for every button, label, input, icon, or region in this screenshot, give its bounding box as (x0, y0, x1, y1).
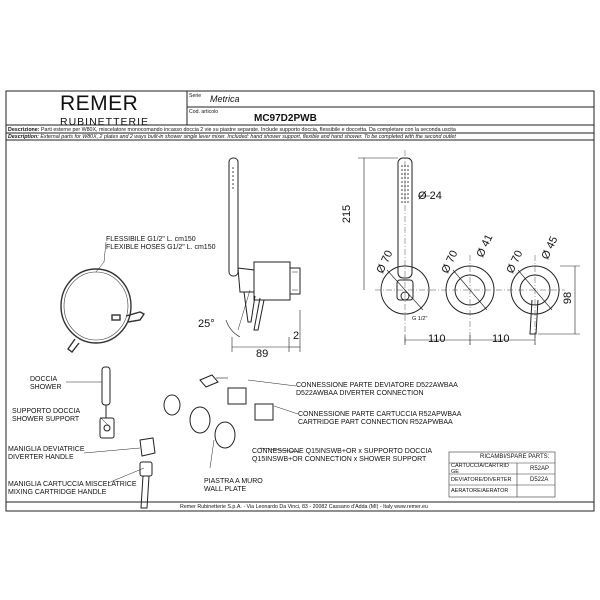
description-en-text: External parts for W80X, 2 plates and 2 … (40, 134, 456, 140)
label-cartridge-connection: CONNESSIONE PARTE CARTUCCIA R52APWBAA CA… (298, 411, 461, 427)
label-diverter-it: MANIGLIA DEVIATRICE (8, 446, 85, 453)
dim-g12: G 1/2" (412, 316, 428, 322)
label-shower-support: SUPPORTO DOCCIA SHOWER SUPPORT (12, 408, 80, 424)
label-flexible-en: FLEXIBLE HOSES G1/2" L. cm150 (106, 244, 216, 251)
label-support-it: SUPPORTO DOCCIA (12, 408, 81, 415)
label-shower: DOCCIA SHOWER (30, 376, 62, 392)
description-en: Description: External parts for W80X, 2 … (8, 134, 456, 140)
footer-address: Remer Rubinetterie S.p.A. - Via Leonardo… (180, 504, 428, 510)
label-mixing-it: MANIGLIA CARTUCCIA MISCELATRICE (8, 481, 137, 488)
flexible-hose-drawing (60, 268, 146, 353)
spare-part-name-2: DEVIATORE/DIVERTER (451, 477, 512, 483)
label-conn-q-it: CONNESSIONE Q15INSWB+OR x SUPPORTO DOCCI… (252, 448, 433, 455)
spare-part-name-1: CARTUCCIA/CARTRID GE (451, 463, 509, 475)
spare-part-code-1: R52AP (530, 466, 550, 472)
label-conn-dev-en: D522AWBAA DIVERTER CONNECTION (296, 390, 424, 397)
spare-part-name-3: AERATORE/AERATOR (451, 488, 509, 494)
label-diverter-en: DIVERTER HANDLE (8, 454, 74, 461)
cod-label: Cod. articolo (189, 109, 219, 115)
dim-dia-24: Ø 24 (418, 190, 442, 202)
label-conn-cart-en: CARTRIDGE PART CONNECTION R52APWBAA (298, 419, 453, 426)
label-mixing-handle: MANIGLIA CARTUCCIA MISCELATRICE MIXING C… (8, 481, 137, 497)
label-conn-dev-it: CONNESSIONE PARTE DEVIATORE D522AWBAA (296, 382, 458, 389)
dim-98: 98 (562, 291, 575, 305)
label-q15-connection: CONNESSIONE Q15INSWB+OR x SUPPORTO DOCCI… (252, 448, 432, 464)
description-it-label: Descrizione: (8, 127, 40, 133)
dim-angle: 25° (198, 318, 215, 330)
spare-part-code-2: D522A (530, 477, 549, 483)
label-plate-en: WALL PLATE (204, 486, 247, 493)
label-shower-it: DOCCIA (30, 376, 58, 383)
dim-2: 2 (293, 330, 300, 342)
dim-89: 89 (256, 348, 269, 360)
label-diverter-connection: CONNESSIONE PARTE DEVIATORE D522AWBAA D5… (296, 382, 458, 398)
brand-sub: RUBINETTERIE (60, 116, 150, 128)
dim-110-b: 110 (492, 333, 510, 345)
dim-110-a: 110 (428, 333, 446, 345)
description-it-text: Parti esterne per W80X, miscelatore mono… (40, 127, 456, 133)
spare-parts-grid (448, 451, 556, 498)
label-plate-it: PIASTRA A MURO (204, 478, 263, 485)
label-diverter-handle: MANIGLIA DEVIATRICE DIVERTER HANDLE (8, 446, 85, 462)
serie-label: Serie (189, 93, 202, 99)
side-view-drawing (225, 157, 301, 352)
description-en-label: Description: (8, 134, 39, 140)
leader-lines (66, 241, 301, 484)
exploded-view-drawing (99, 366, 274, 509)
front-view-drawing (358, 150, 580, 345)
label-conn-cart-it: CONNESSIONE PARTE CARTUCCIA R52APWBAA (298, 411, 462, 418)
description-it: Descrizione: Parti esterne per W80X, mis… (8, 127, 456, 133)
label-support-en: SHOWER SUPPORT (12, 416, 80, 423)
serie-value: Metrica (210, 94, 240, 104)
product-code: MC97D2PWB (254, 113, 317, 124)
brand-logo: REMER (60, 92, 139, 115)
label-shower-en: SHOWER (30, 384, 62, 391)
label-conn-q-en: Q15INSWB+OR CONNECTION x SHOWER SUPPORT (252, 456, 427, 463)
spare-parts-title: RICAMBI/SPARE PARTS: (480, 454, 550, 460)
label-mixing-en: MIXING CARTRIDGE HANDLE (8, 489, 107, 496)
dim-215: 215 (341, 204, 354, 224)
label-wall-plate: PIASTRA A MURO WALL PLATE (204, 478, 263, 494)
label-flexible-it: FLESSIBILE G1/2" L. cm150 (106, 236, 196, 243)
label-flexible: FLESSIBILE G1/2" L. cm150 FLEXIBLE HOSES… (106, 236, 215, 252)
